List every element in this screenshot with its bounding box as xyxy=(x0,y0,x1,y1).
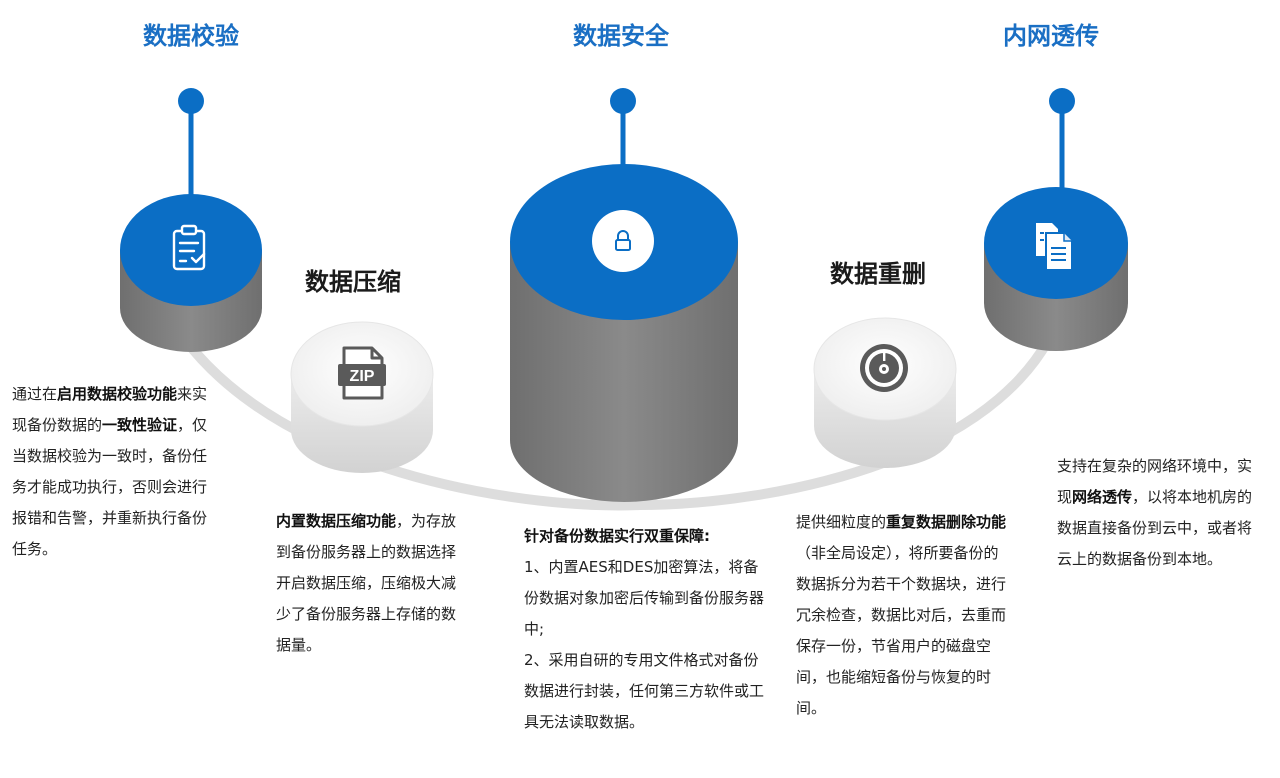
security-pin-dot xyxy=(610,88,636,114)
lock-icon xyxy=(615,230,631,251)
documents-icon xyxy=(1036,223,1073,271)
security-cylinder xyxy=(510,88,738,502)
connecting-arc xyxy=(153,290,1070,511)
compress-cylinder: ZIP xyxy=(290,321,434,473)
disc-icon xyxy=(860,344,908,392)
dedupe-cylinder xyxy=(813,317,957,468)
tunnel-cylinder xyxy=(984,88,1128,351)
zip-file-icon: ZIP xyxy=(338,346,386,400)
clipboard-check-icon xyxy=(172,224,206,271)
verify-pin-dot xyxy=(178,88,204,114)
tunnel-description: 支持在复杂的网络环境中，实现网络透传，以将本地机房的数据直接备份到云中，或者将云… xyxy=(1057,457,1253,568)
verify-description: 通过在启用数据校验功能来实现备份数据的一致性验证，仅当数据校验为一致时，备份任务… xyxy=(12,385,208,558)
dedupe-description: 提供细粒度的重复数据删除功能（非全局设定），将所要备份的数据拆分为若干个数据块，… xyxy=(796,513,1007,717)
security-title: 数据安全 xyxy=(573,22,669,50)
verify-title: 数据校验 xyxy=(143,22,239,50)
verify-cylinder xyxy=(120,88,262,352)
dedupe-title: 数据重删 xyxy=(830,260,926,288)
security-description-line2: 2、采用自研的专用文件格式对备份数据进行封装，任何第三方软件或工具无法读取数据。 xyxy=(524,651,765,731)
security-description: 针对备份数据实行双重保障: 1、内置AES和DES加密算法，将备份数据对象加密后… xyxy=(524,521,766,738)
tunnel-pin-dot xyxy=(1049,88,1075,114)
security-description-line1: 1、内置AES和DES加密算法，将备份数据对象加密后传输到备份服务器中; xyxy=(524,558,765,638)
tunnel-title: 内网透传 xyxy=(1003,22,1099,50)
svg-text:ZIP: ZIP xyxy=(350,368,375,385)
compress-description: 内置数据压缩功能，为存放到备份服务器上的数据选择开启数据压缩，压缩极大减少了备份… xyxy=(276,512,457,654)
compress-title: 数据压缩 xyxy=(305,268,401,296)
security-description-heading: 针对备份数据实行双重保障: xyxy=(524,527,710,545)
